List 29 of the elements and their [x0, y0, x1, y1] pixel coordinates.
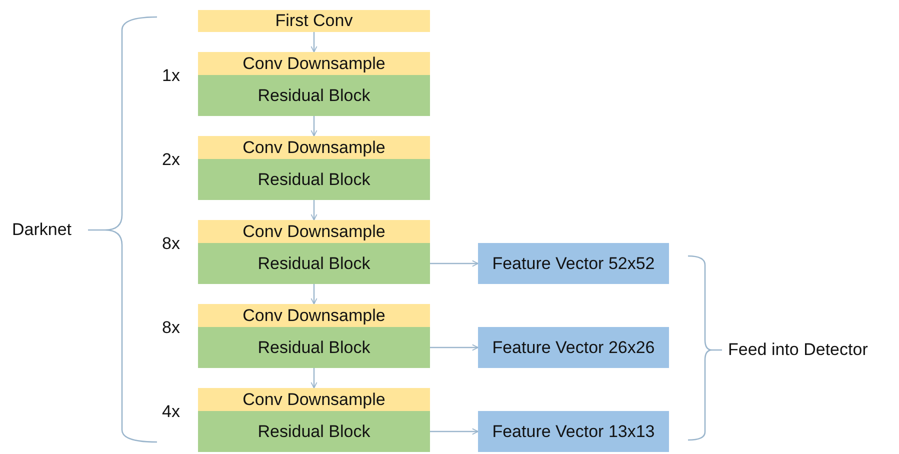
arrow [310, 200, 318, 220]
feature-vector-box: Feature Vector 26x26 [478, 327, 669, 368]
repeat-count: 1x [162, 66, 180, 86]
arrow [430, 428, 478, 435]
network-name: Darknet [12, 220, 72, 240]
feature-vector-box: Feature Vector 13x13 [478, 411, 669, 452]
residual-block-box: Residual Block [198, 411, 430, 452]
conv-layer-box: Conv Downsample [198, 52, 430, 75]
arrow [430, 260, 478, 267]
residual-block-box: Residual Block [198, 159, 430, 200]
arrow [310, 32, 318, 52]
arrow [430, 344, 478, 351]
repeat-count: 4x [162, 402, 180, 422]
repeat-count: 2x [162, 150, 180, 170]
residual-block-box: Residual Block [198, 75, 430, 116]
arrow [310, 116, 318, 136]
output-label: Feed into Detector [728, 340, 868, 360]
conv-layer-box: Conv Downsample [198, 220, 430, 243]
conv-layer-box: Conv Downsample [198, 304, 430, 327]
feature-vector-box: Feature Vector 52x52 [478, 243, 669, 284]
arrow [310, 284, 318, 304]
conv-layer-box: Conv Downsample [198, 388, 430, 411]
conv-layer-box: Conv Downsample [198, 136, 430, 159]
repeat-count: 8x [162, 234, 180, 254]
residual-block-box: Residual Block [198, 327, 430, 368]
residual-block-box: Residual Block [198, 243, 430, 284]
repeat-count: 8x [162, 318, 180, 338]
arrow [310, 368, 318, 388]
conv-layer-box: First Conv [198, 10, 430, 32]
